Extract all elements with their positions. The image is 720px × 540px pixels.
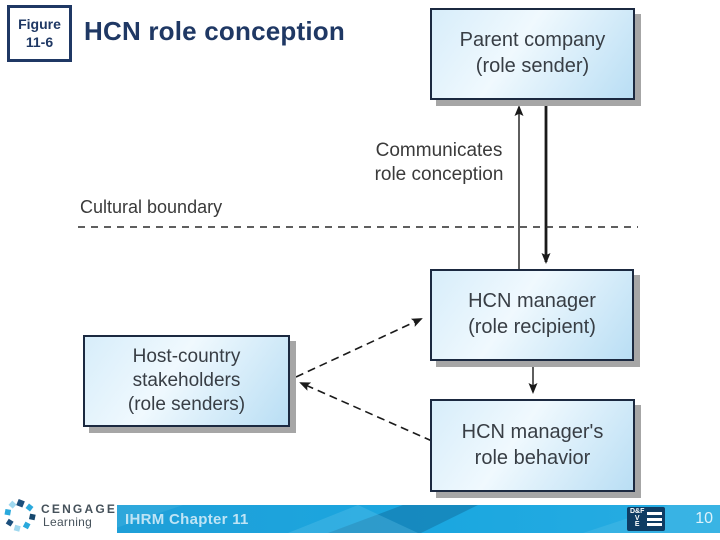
arrow-stakeholders-to-hcn: [295, 318, 423, 378]
page-title: HCN role conception: [84, 16, 345, 46]
arrow-behavior-to-stakeholders: [299, 382, 433, 442]
cengage-pinwheel-icon: [4, 498, 36, 532]
node-host-stakeholders: Host-country stakeholders (role senders): [83, 335, 290, 427]
cultural-boundary-label: Cultural boundary: [80, 197, 223, 217]
footer-chapter-label: IHRM Chapter 11: [125, 510, 249, 528]
book-logo-row3: E: [634, 521, 640, 529]
cengage-brand-text: CENGAGE Learning: [41, 501, 118, 529]
page-number: 10: [695, 510, 713, 527]
book-logo-row2: V: [634, 514, 640, 522]
cengage-brand-name: CENGAGE: [41, 501, 118, 516]
node-hcn-manager: HCN manager (role recipient): [430, 269, 634, 361]
figure-badge: Figure 11-6: [7, 5, 72, 62]
figure-badge-line1: Figure: [18, 16, 61, 32]
book-logo-icon: D&F V E: [627, 507, 665, 531]
book-logo-letters: D&F V E: [630, 508, 645, 529]
menu-bars-icon: [647, 512, 662, 526]
communicates-label: Communicates role conception: [374, 140, 504, 185]
node-parent-company: Parent company (role sender): [430, 8, 635, 100]
footer-bar: IHRM Chapter 11 D&F V E 10: [113, 505, 720, 533]
book-logo-row1: D&F: [630, 508, 645, 516]
cengage-brand-sub: Learning: [43, 515, 93, 529]
node-role-behavior: HCN manager's role behavior: [430, 399, 635, 492]
figure-badge-line2: 11-6: [25, 33, 54, 50]
cengage-brand: CENGAGE Learning: [4, 498, 118, 534]
